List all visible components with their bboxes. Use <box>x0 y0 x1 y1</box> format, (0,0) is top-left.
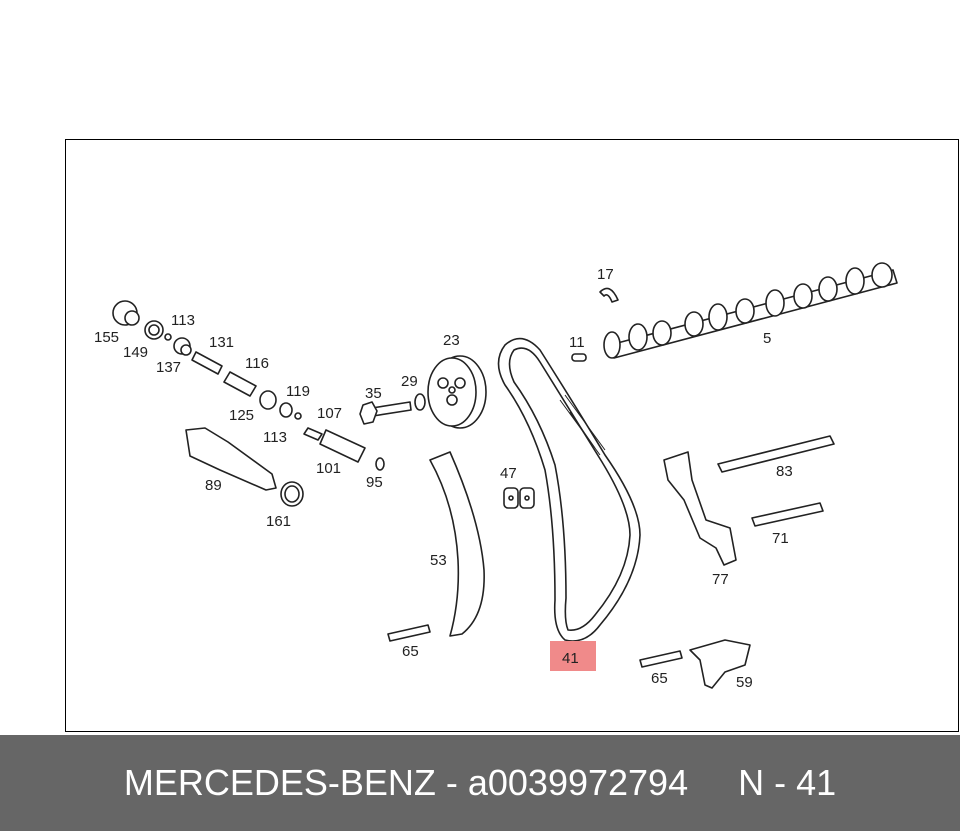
label-29: 29 <box>401 373 418 390</box>
highlight-box <box>550 641 596 671</box>
label-11: 11 <box>569 334 585 351</box>
tensioner-59 <box>689 639 751 689</box>
timing-chain <box>497 337 641 642</box>
clip-17 <box>599 287 619 303</box>
label-71: 71 <box>772 530 789 547</box>
guide-rail-53 <box>429 451 485 637</box>
label-77: 77 <box>712 571 729 588</box>
pin-65-right <box>639 650 683 668</box>
label-35: 35 <box>365 385 382 402</box>
label-41: 41 <box>562 650 579 667</box>
label-59: 59 <box>736 674 753 691</box>
label-113: 113 <box>171 312 195 329</box>
label-101: 101 <box>316 460 341 477</box>
rod-83 <box>717 435 835 473</box>
label-53: 53 <box>430 552 447 569</box>
label-23: 23 <box>443 332 460 349</box>
label-89: 89 <box>205 477 222 494</box>
washer-29 <box>414 393 426 411</box>
label-149: 149 <box>123 344 148 361</box>
label-65-right: 65 <box>651 670 668 687</box>
footer-bar: MERCEDES-BENZ - a0039972794 N - 41 <box>0 735 960 831</box>
label-125: 125 <box>229 407 254 424</box>
label-137: 137 <box>156 359 181 376</box>
label-131: 131 <box>209 334 234 351</box>
label-5: 5 <box>763 330 771 347</box>
bolt-35 <box>359 401 412 425</box>
fuel-parts-cluster <box>112 300 385 507</box>
label-95: 95 <box>366 474 383 491</box>
label-119: 119 <box>286 383 310 400</box>
label-113-lower: 113 <box>263 429 287 446</box>
label-47: 47 <box>500 465 517 482</box>
label-83: 83 <box>776 463 793 480</box>
callout-number: N - 41 <box>738 762 837 803</box>
chain-link-47 <box>503 487 535 509</box>
rod-71 <box>751 502 824 527</box>
pin-65-left <box>387 624 431 642</box>
label-155: 155 <box>94 329 119 346</box>
label-161: 161 <box>266 513 291 530</box>
pin-11 <box>571 353 587 362</box>
label-65-left: 65 <box>402 643 419 660</box>
sprocket-23 <box>427 355 487 429</box>
camshaft <box>603 262 898 359</box>
guide-bracket-77 <box>663 451 737 566</box>
brand-part-number: MERCEDES-BENZ - a0039972794 <box>123 762 689 803</box>
label-107: 107 <box>317 405 342 422</box>
label-17: 17 <box>597 266 614 283</box>
label-116: 116 <box>245 355 269 372</box>
